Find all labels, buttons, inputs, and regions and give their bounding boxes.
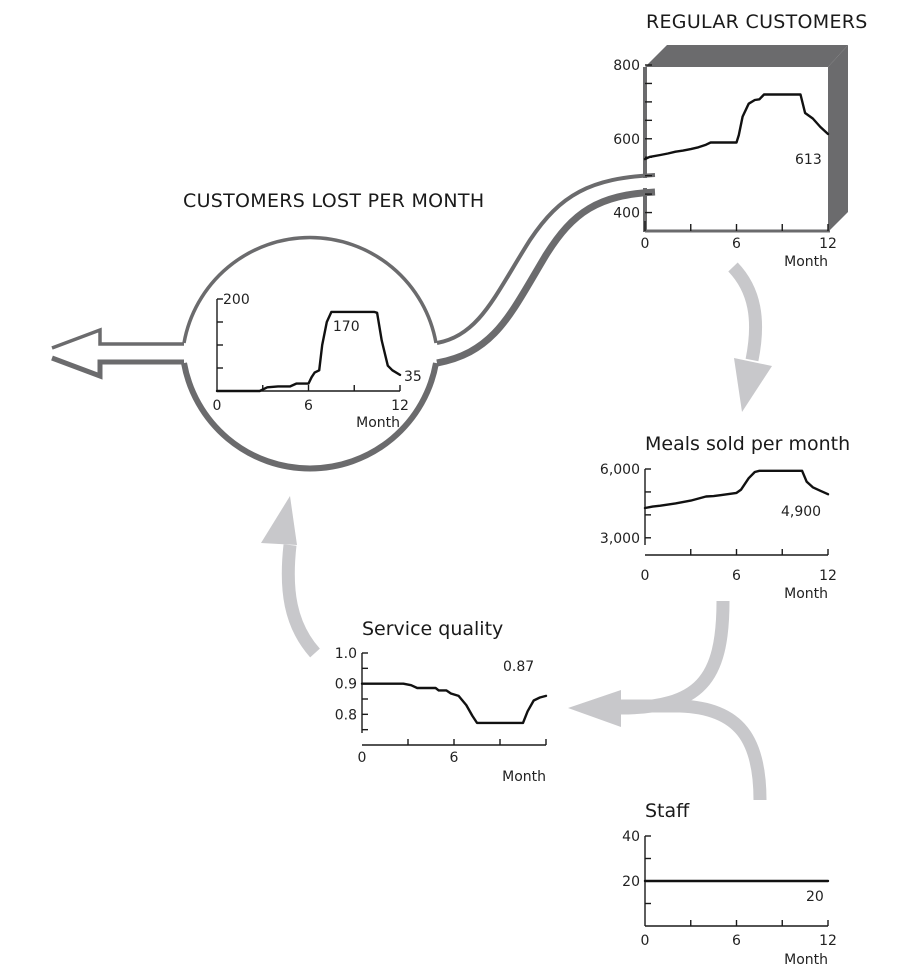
x-tick-label: 12 (819, 236, 837, 252)
y-tick-label: 1.0 (335, 646, 357, 662)
y-tick-label: 20 (622, 874, 640, 890)
x-tick-label: 0 (358, 750, 367, 766)
x-tick-label: 12 (391, 398, 409, 414)
regular-customers-title: REGULAR CUSTOMERS (646, 11, 868, 33)
x-tick-label: 6 (732, 933, 741, 949)
arrow-to-service-head (568, 690, 621, 727)
series-line (643, 469, 830, 510)
peak-value-label: 170 (333, 319, 360, 335)
pipe-lower-wall (436, 188, 656, 367)
series-line (215, 310, 402, 393)
y-tick-label: 6,000 (600, 462, 640, 478)
customers-lost-title: CUSTOMERS LOST PER MONTH (183, 190, 484, 212)
stock-box-right-face (828, 45, 848, 232)
arrow-meals-to-service-shaft (619, 600, 730, 715)
arrow-customers-to-meals-head (734, 358, 772, 412)
x-tick-label: 6 (732, 236, 741, 252)
pipe-upper-wall (436, 173, 656, 345)
circle-upper-arc (182, 235, 438, 344)
x-tick-label: 6 (732, 568, 741, 584)
end-value-label: 0.87 (503, 659, 534, 675)
x-axis-label: Month (502, 769, 546, 785)
outflow-arrow-lower (51, 355, 184, 380)
x-tick-label: 0 (641, 568, 650, 584)
x-axis-label: Month (784, 254, 828, 270)
x-tick-label: 0 (641, 933, 650, 949)
x-axis-label: Month (356, 415, 400, 431)
outflow-pipe (436, 173, 656, 367)
y-tick-label: 400 (613, 206, 640, 222)
y-tick-label: 3,000 (600, 531, 640, 547)
service-quality-title: Service quality (362, 618, 503, 640)
y-tick-label: 0.9 (335, 677, 357, 693)
customers-lost-circle (181, 235, 439, 472)
y-tick-label: 0.8 (335, 707, 357, 723)
arrow-staff-to-service-shaft (620, 699, 767, 801)
end-value-label: 20 (806, 889, 824, 905)
x-tick-label: 6 (304, 398, 313, 414)
series-line (360, 682, 548, 725)
regular-customers-stock-box (643, 45, 848, 233)
circle-lower-arc (181, 362, 439, 472)
x-tick-label: 0 (213, 398, 222, 414)
end-value-label: 4,900 (781, 504, 821, 520)
end-value-label: 35 (404, 369, 422, 385)
outflow-arrow (51, 327, 184, 380)
pipe-gap (641, 178, 653, 188)
staff-title: Staff (645, 800, 690, 822)
series-line (643, 93, 830, 161)
y-tick-label: 800 (613, 58, 640, 74)
meals-sold-title: Meals sold per month (645, 433, 850, 455)
x-axis-label: Month (784, 952, 828, 968)
x-tick-label: 6 (450, 750, 459, 766)
arrow-service-to-lost-shaft (281, 544, 320, 658)
x-axis-label: Month (784, 586, 828, 602)
arrow-customers-to-meals-shaft (728, 262, 763, 362)
y-tick-label: 40 (622, 829, 640, 845)
y-tick-label: 200 (223, 292, 250, 308)
end-value-label: 613 (795, 152, 822, 168)
arrow-service-to-lost-head (261, 496, 297, 545)
x-tick-label: 0 (641, 236, 650, 252)
y-tick-label: 600 (613, 132, 640, 148)
x-tick-label: 12 (819, 933, 837, 949)
causal-arrows (261, 262, 772, 801)
x-tick-label: 12 (819, 568, 837, 584)
outflow-arrow-upper (51, 327, 184, 350)
stock-box-top-face (645, 45, 848, 67)
